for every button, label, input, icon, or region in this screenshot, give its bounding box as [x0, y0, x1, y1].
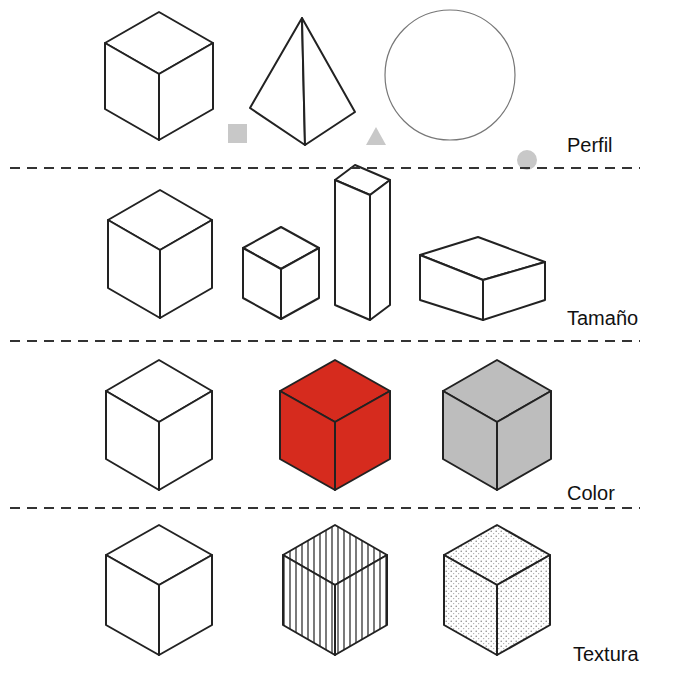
row-label: Tamaño — [567, 306, 638, 330]
white-cube — [106, 360, 212, 490]
small-cube — [243, 227, 319, 319]
tall-box — [335, 165, 390, 320]
plain-cube — [106, 525, 212, 655]
flat-box — [420, 237, 545, 320]
square-symbol — [228, 124, 247, 143]
red-cube — [280, 360, 390, 490]
row-label: Textura — [573, 642, 639, 666]
separator-line — [10, 167, 640, 169]
pyramid — [250, 18, 355, 145]
gray-cube — [443, 360, 551, 490]
sphere — [385, 10, 515, 140]
cube — [108, 190, 212, 318]
striped-cube — [283, 525, 387, 655]
separator-line — [10, 507, 640, 509]
cube — [105, 12, 213, 140]
separator-line — [10, 340, 640, 342]
row-label: Color — [567, 481, 615, 505]
triangle-symbol — [366, 127, 386, 145]
row-label: Perfil — [567, 133, 613, 157]
dotted-cube — [444, 525, 550, 655]
